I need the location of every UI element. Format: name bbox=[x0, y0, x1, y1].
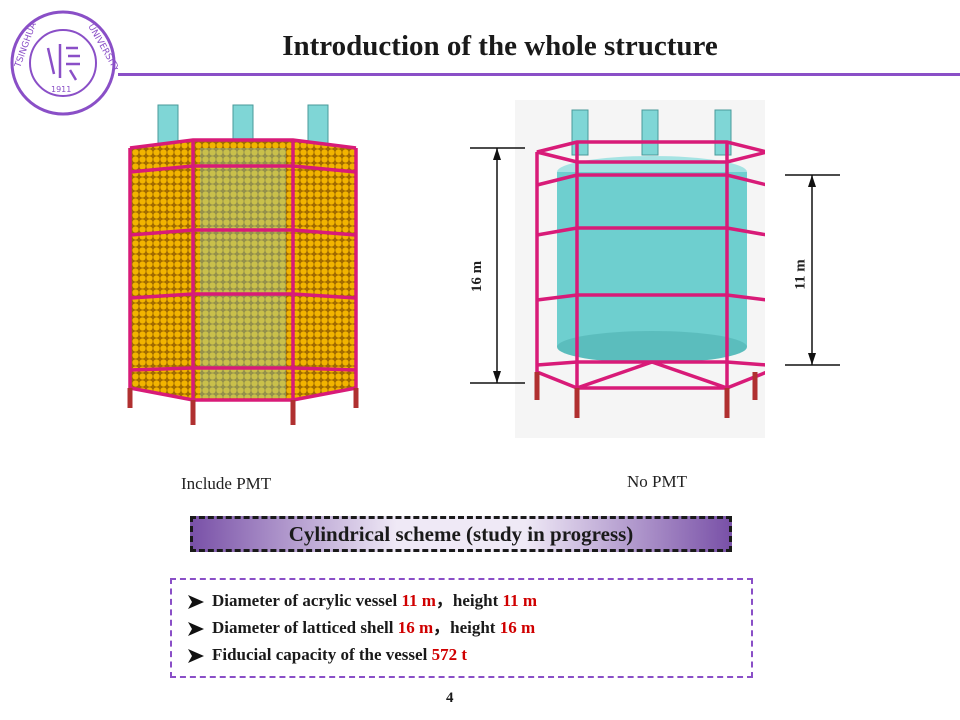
spec-list: Diameter of acrylic vessel 11 m，height 1… bbox=[170, 578, 753, 678]
scheme-banner: Cylindrical scheme (study in progress) bbox=[190, 516, 732, 552]
page-number: 4 bbox=[446, 690, 454, 706]
page-title: Introduction of the whole structure bbox=[282, 30, 718, 62]
dimension-11m-label: 11 m bbox=[792, 259, 809, 290]
dimension-16m-marker bbox=[470, 147, 525, 384]
spec-text: Fiducial capacity of the vessel bbox=[212, 645, 432, 664]
spec-value: 11 m bbox=[401, 591, 436, 610]
spec-value: 11 m bbox=[502, 591, 538, 610]
structure-with-pmt-figure bbox=[127, 104, 359, 425]
spec-text: ，height bbox=[433, 618, 500, 637]
spec-text: Diameter of acrylic vessel bbox=[212, 591, 402, 610]
arrow-bullet-icon bbox=[188, 622, 204, 637]
arrow-bullet-icon bbox=[188, 595, 204, 610]
dimension-16m-label: 16 m bbox=[469, 260, 486, 293]
university-seal-logo: TSINGHUA UNIVERSITY 1911 bbox=[10, 10, 118, 116]
caption-no-pmt: No PMT bbox=[627, 472, 687, 491]
dimension-11m-marker bbox=[785, 174, 840, 366]
spec-text: Diameter of latticed shell bbox=[212, 618, 398, 637]
spec-value: 572 t bbox=[431, 645, 467, 664]
spec-value: 16 m bbox=[397, 618, 434, 637]
spec-value: 16 m bbox=[499, 618, 536, 637]
spec-text: ，height bbox=[435, 591, 503, 610]
structure-no-pmt-figure bbox=[515, 100, 765, 438]
arrow-bullet-icon bbox=[188, 649, 204, 664]
list-item: Diameter of latticed shell 16 m，height 1… bbox=[186, 614, 751, 641]
list-item: Diameter of acrylic vessel 11 m，height 1… bbox=[186, 587, 751, 614]
caption-include-pmt: Include PMT bbox=[181, 474, 272, 493]
list-item: Fiducial capacity of the vessel 572 t bbox=[186, 641, 751, 668]
svg-text:1911: 1911 bbox=[51, 85, 71, 94]
scheme-label: Cylindrical scheme (study in progress) bbox=[288, 521, 634, 546]
title-divider bbox=[118, 73, 960, 76]
